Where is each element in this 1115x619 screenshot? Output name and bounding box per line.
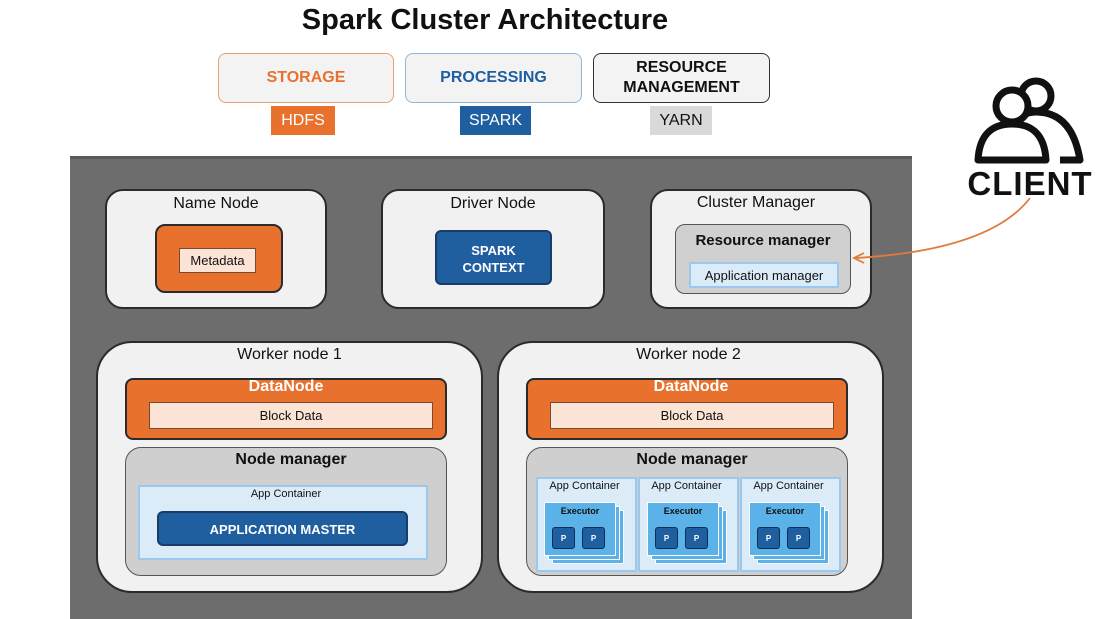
legend-tag-yarn: YARN bbox=[650, 106, 712, 135]
executor-label: Executor bbox=[663, 506, 703, 516]
driver-node-title: Driver Node bbox=[450, 195, 536, 212]
legend-tag-hdfs: HDFS bbox=[271, 106, 335, 135]
worker-node-1-title: Worker node 1 bbox=[237, 346, 342, 363]
worker-node-2-title: Worker node 2 bbox=[636, 346, 741, 363]
name-node-title: Name Node bbox=[173, 195, 259, 212]
worker2-node-manager-label: Node manager bbox=[636, 451, 748, 468]
application-manager-box: Application manager bbox=[689, 262, 839, 288]
executor-label: Executor bbox=[560, 506, 600, 516]
client-arrow bbox=[851, 197, 1031, 264]
legend-processing: PROCESSING bbox=[405, 53, 582, 103]
cluster-manager-title: Cluster Manager bbox=[696, 194, 816, 211]
legend-resource-management: RESOURCE MANAGEMENT bbox=[593, 53, 770, 103]
users-icon bbox=[968, 74, 1088, 168]
app-container-label: App Container bbox=[549, 480, 620, 492]
partition-chip: P bbox=[757, 527, 780, 549]
partition-chip: P bbox=[655, 527, 678, 549]
partition-chip: P bbox=[787, 527, 810, 549]
worker1-node-manager-label: Node manager bbox=[235, 451, 347, 468]
client-label: CLIENT bbox=[967, 165, 1093, 202]
partition-chip: P bbox=[685, 527, 708, 549]
legend-tag-spark: SPARK bbox=[460, 106, 531, 135]
diagram-title: Spark Cluster Architecture bbox=[301, 4, 669, 36]
application-master-box: APPLICATION MASTER bbox=[157, 511, 408, 546]
app-container-label: App Container bbox=[753, 480, 824, 492]
partition-chip: P bbox=[582, 527, 605, 549]
worker2-block-data: Block Data bbox=[550, 402, 834, 429]
worker1-datanode-label: DataNode bbox=[248, 378, 324, 395]
resource-manager-label: Resource manager bbox=[695, 232, 831, 249]
executor-label: Executor bbox=[765, 506, 805, 516]
legend-storage: STORAGE bbox=[218, 53, 394, 103]
spark-context-box: SPARK CONTEXT bbox=[435, 230, 552, 285]
worker1-block-data: Block Data bbox=[149, 402, 433, 429]
worker1-app-container-label: App Container bbox=[250, 488, 322, 500]
partition-chip: P bbox=[552, 527, 575, 549]
metadata-box: Metadata bbox=[179, 248, 256, 273]
app-container-label: App Container bbox=[651, 480, 722, 492]
worker2-datanode-label: DataNode bbox=[653, 378, 729, 395]
